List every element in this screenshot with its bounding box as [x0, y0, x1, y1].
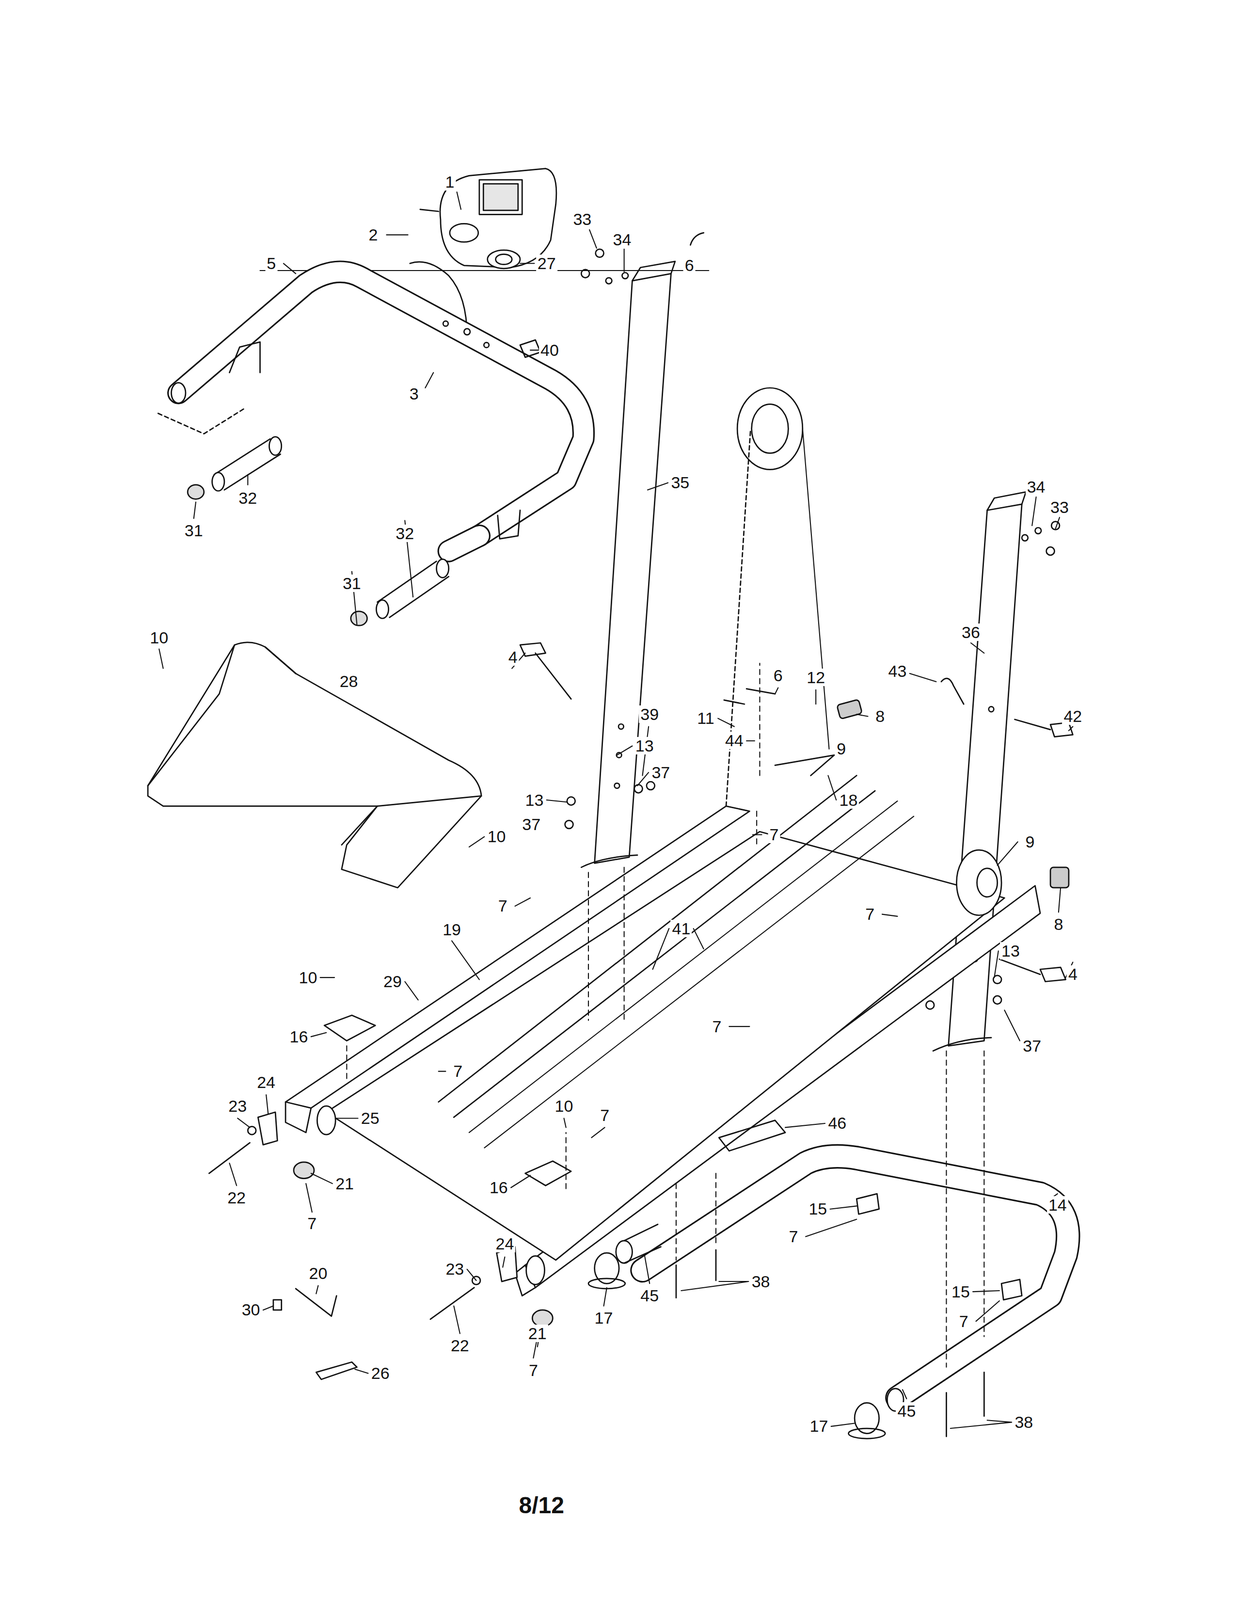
callout-number: 38 [1013, 1412, 1035, 1431]
callout-number: 17 [593, 1308, 615, 1327]
callout-number: 30 [240, 1300, 262, 1318]
callout-number: 10 [486, 827, 508, 845]
callout-number: 9 [1024, 832, 1037, 851]
callout-number: 3 [408, 384, 421, 403]
callout-number: 15 [807, 1199, 829, 1218]
callout-number: 7 [957, 1312, 970, 1330]
callout-number: 7 [598, 1106, 611, 1124]
callout-number: 44 [723, 731, 745, 749]
callout-number: 7 [496, 896, 509, 915]
callout-number: 32 [394, 524, 416, 542]
callout-number: 7 [863, 904, 876, 923]
callout-number: 23 [226, 1096, 249, 1115]
callout-number: 24 [255, 1073, 277, 1091]
callout-number: 15 [950, 1282, 972, 1300]
callout-number: 36 [960, 623, 982, 641]
callout-number: 37 [1021, 1036, 1043, 1055]
callout-number: 32 [237, 489, 259, 507]
callout-number: 9 [835, 739, 848, 758]
page-number: 8/12 [515, 1492, 567, 1518]
callout-number: 43 [887, 662, 909, 680]
callout-number: 5 [265, 254, 278, 272]
callout-number: 35 [669, 473, 691, 492]
callout-number: 27 [536, 254, 558, 272]
callout-number: 10 [553, 1096, 575, 1115]
callout-number: 6 [683, 256, 696, 274]
callout-number: 22 [225, 1188, 248, 1206]
callout-number: 8 [873, 707, 887, 725]
callout-number: 33 [1048, 498, 1071, 516]
callout-number: 22 [449, 1336, 471, 1354]
callout-number: 7 [767, 825, 780, 843]
callout-number: 41 [670, 919, 693, 937]
callout-number: 7 [787, 1227, 800, 1245]
callout-number: 19 [441, 920, 463, 938]
callout-number: 26 [369, 1363, 392, 1382]
callout-number: 31 [341, 574, 363, 592]
callout-number: 29 [381, 972, 404, 990]
callout-number: 2 [367, 225, 380, 244]
callout-number: 10 [297, 968, 319, 986]
callout-number: 34 [611, 230, 633, 249]
callout-number: 17 [808, 1416, 830, 1435]
callout-number: 7 [451, 1061, 464, 1080]
callout-number: 31 [183, 521, 205, 539]
callout-number: 7 [711, 1017, 724, 1035]
callout-number: 12 [805, 668, 827, 686]
callout-number: 16 [288, 1027, 310, 1046]
callout-number: 46 [826, 1113, 848, 1132]
callout-number: 34 [1025, 477, 1047, 496]
callout-number: 10 [148, 628, 170, 647]
callout-number: 7 [527, 1361, 540, 1379]
callout-number: 37 [520, 815, 542, 833]
callout-number: 20 [307, 1264, 330, 1282]
callout-number: 38 [750, 1272, 772, 1290]
callout-number: 1 [443, 173, 456, 191]
callout-number: 14 [1046, 1195, 1069, 1214]
callout-number: 4 [1066, 965, 1079, 983]
callout-number: 7 [305, 1214, 318, 1232]
callout-number: 21 [526, 1324, 549, 1342]
callout-number: 45 [638, 1286, 661, 1304]
callout-number: 39 [638, 705, 661, 723]
callout-number: 13 [523, 791, 546, 809]
callout-number: 18 [838, 791, 860, 809]
callout-number: 40 [538, 341, 561, 359]
callout-number: 13 [999, 941, 1022, 960]
callout-number: 25 [359, 1109, 381, 1127]
callout-number: 6 [772, 666, 785, 684]
callout-number: 21 [333, 1174, 356, 1192]
callout-number: 16 [488, 1178, 510, 1196]
callout-number: 11 [695, 709, 716, 727]
callout-number: 37 [649, 763, 672, 781]
callout-number: 8 [1052, 915, 1065, 933]
callout-number: 28 [338, 672, 360, 690]
callout-number: 4 [507, 648, 520, 666]
callout-number: 24 [494, 1234, 516, 1252]
callout-number: 13 [633, 736, 656, 755]
callout-number: 45 [895, 1401, 918, 1420]
callout-number: 42 [1061, 707, 1084, 725]
callout-number: 23 [443, 1259, 466, 1278]
callout-number: 33 [571, 210, 593, 228]
